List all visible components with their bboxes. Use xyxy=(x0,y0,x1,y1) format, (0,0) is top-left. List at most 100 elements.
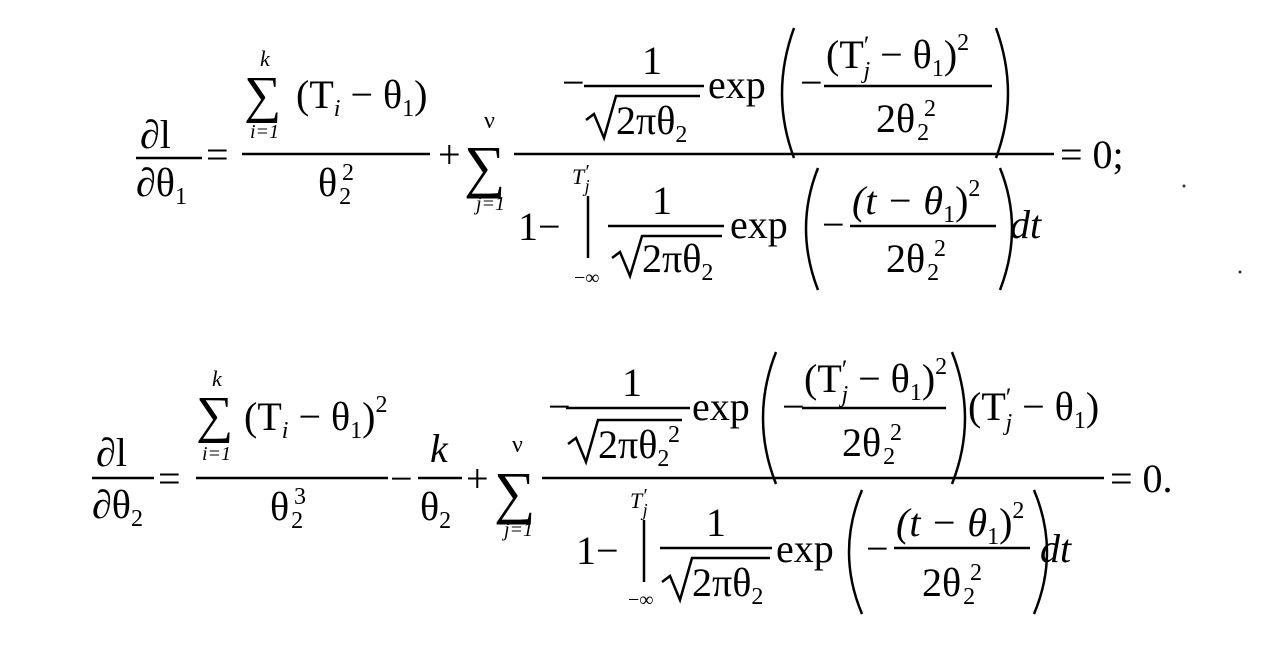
lhs-numerator: ∂l xyxy=(96,430,127,475)
term-mid-fraction: − k θ2 xyxy=(390,426,462,534)
sum-upper-limit: k xyxy=(260,46,271,71)
inner-minus: − xyxy=(782,384,805,429)
term1-fraction: k ∑ i=1 (Ti − θ1)2 θ2 3 xyxy=(196,366,388,534)
term2-numerator: − 1 2πθ2 exp − (T′j − θ1)2 2θ2 2 xyxy=(562,27,1010,159)
term1-denominator: θ2 xyxy=(318,160,351,210)
equation-2: ∂l ∂θ2 = k ∑ i=1 (Ti − θ1)2 θ2 3 − k θ2 … xyxy=(92,351,1173,615)
inner-minus: − xyxy=(800,60,823,105)
lhs-numerator: ∂l xyxy=(140,112,171,157)
integral-lower-limit: −∞ xyxy=(628,589,654,611)
inner-denominator-sup: 2 xyxy=(970,560,982,586)
term2-sum: ν ∑ j=1 xyxy=(494,432,535,541)
integral-lower-limit: −∞ xyxy=(574,267,600,289)
k-numerator: k xyxy=(430,426,449,471)
sum-symbol: ∑ xyxy=(494,460,535,525)
inner-denominator: 2θ2 xyxy=(876,96,929,146)
inner-numerator: (T′j − θ1)2 xyxy=(804,354,947,408)
sqrt-body: 2πθ2 xyxy=(692,560,763,610)
lhs-fraction: ∂l ∂θ1 xyxy=(136,112,202,210)
term2-numerator: − 1 2πθ2 2 exp − (T′j − θ1)2 2θ2 2 (T′j … xyxy=(548,351,1099,485)
one: 1 xyxy=(706,500,726,545)
one: 1 xyxy=(622,360,642,405)
exp-label: exp xyxy=(776,526,834,571)
one: 1 xyxy=(642,38,662,83)
dt-label: dt xyxy=(1040,526,1072,571)
rhs: = 0. xyxy=(1110,456,1173,501)
term1-numerator-expr: (Ti − θ1)2 xyxy=(244,392,387,444)
equals-sign: = xyxy=(206,132,229,177)
one-minus: 1− xyxy=(576,528,619,573)
sum-upper-limit: ν xyxy=(484,108,495,134)
term1-fraction: k ∑ i=1 (Ti − θ1) θ2 2 xyxy=(242,46,430,210)
term2-denominator: 1− T′j −∞ 1 2πθ2 exp − (t − θ1)2 2θ2 2 d… xyxy=(576,485,1072,615)
inner-minus: − xyxy=(822,202,845,247)
theta-denominator: θ2 xyxy=(420,484,451,534)
inner-denominator: 2θ2 xyxy=(886,236,939,286)
sum-symbol: ∑ xyxy=(196,387,233,444)
integral-upper-limit: T′j xyxy=(572,161,590,196)
theta-sup: 2 xyxy=(668,422,680,448)
term1-denominator: θ2 xyxy=(270,484,303,534)
sum-lower-limit: i=1 xyxy=(250,121,279,143)
inner-numerator: (t − θ1)2 xyxy=(852,176,980,228)
minus-sign: − xyxy=(562,60,585,105)
integral-upper-limit: T′j xyxy=(630,485,648,520)
inner-denominator-sup: 2 xyxy=(890,420,902,446)
one-minus: 1− xyxy=(518,204,561,249)
sum-upper-limit: k xyxy=(212,366,223,391)
exp-label: exp xyxy=(708,62,766,107)
minus-sign: − xyxy=(548,384,571,429)
exp-label: exp xyxy=(692,384,750,429)
term2-sum: ν ∑ j=1 xyxy=(464,108,505,215)
sqrt-sign xyxy=(661,556,770,604)
left-paren xyxy=(804,167,820,291)
inner-numerator: (t − θ1)2 xyxy=(896,498,1024,550)
sum-upper-limit: ν xyxy=(512,432,523,458)
sqrt-sign xyxy=(611,234,722,280)
minus-sign: − xyxy=(390,456,413,501)
inner-minus: − xyxy=(866,526,889,571)
scan-speck xyxy=(1182,184,1186,188)
inner-denominator: 2θ2 xyxy=(842,420,895,470)
lhs-denominator: ∂θ2 xyxy=(92,482,143,532)
sum-lower-limit: j=1 xyxy=(501,519,533,541)
one: 1 xyxy=(652,178,672,223)
inner-numerator: (T′j − θ1)2 xyxy=(826,30,969,84)
sqrt-body: 2πθ2 xyxy=(598,422,669,472)
term1-denominator-sup: 3 xyxy=(294,484,306,510)
sum-symbol: ∑ xyxy=(244,67,281,124)
term1-denominator-sup: 2 xyxy=(342,160,354,186)
lhs-denominator: ∂θ1 xyxy=(136,160,187,210)
scan-speck xyxy=(1238,270,1242,274)
sum-symbol: ∑ xyxy=(464,134,505,199)
term2-denominator: 1− T′j −∞ 1 2πθ2 exp − (t − θ1)2 2θ2 2 d… xyxy=(518,161,1042,291)
sqrt-body: 2πθ2 xyxy=(616,98,687,148)
right-paren xyxy=(1032,489,1049,615)
term1-numerator-expr: (Ti − θ1) xyxy=(296,72,427,122)
inner-denominator-sup: 2 xyxy=(924,96,936,122)
right-paren xyxy=(950,351,967,485)
plus-sign: + xyxy=(466,456,489,501)
left-paren xyxy=(780,27,796,159)
left-paren xyxy=(847,489,864,615)
rhs: = 0; xyxy=(1060,132,1124,177)
right-paren xyxy=(994,27,1010,159)
dt-label: dt xyxy=(1010,202,1042,247)
plus-sign: + xyxy=(438,132,461,177)
lhs-fraction: ∂l ∂θ2 xyxy=(92,430,154,532)
sqrt-body: 2πθ2 xyxy=(642,236,713,286)
right-paren xyxy=(998,167,1014,291)
inner-denominator-sup: 2 xyxy=(934,236,946,262)
inner-denominator: 2θ2 xyxy=(922,560,975,610)
sqrt-sign xyxy=(585,94,700,142)
equation-1: ∂l ∂θ1 = k ∑ i=1 (Ti − θ1) θ2 2 + ν ∑ j=… xyxy=(136,27,1124,291)
sqrt-sign xyxy=(567,418,682,466)
tail-factor: (T′j − θ1) xyxy=(968,383,1099,436)
sum-lower-limit: i=1 xyxy=(202,443,231,465)
left-paren xyxy=(761,351,778,485)
equals-sign: = xyxy=(158,456,181,501)
exp-label: exp xyxy=(730,202,788,247)
sum-lower-limit: j=1 xyxy=(473,193,505,215)
